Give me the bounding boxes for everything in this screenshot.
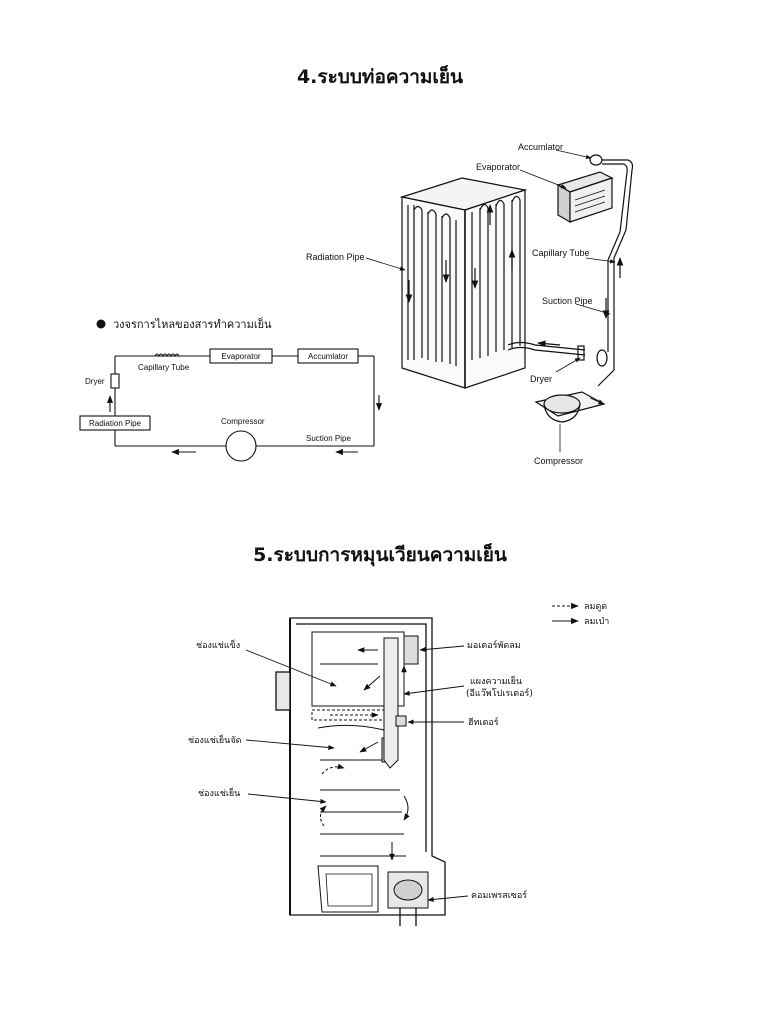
evaporator-box <box>209 348 273 364</box>
section5-leader-lines <box>245 645 469 902</box>
refrigerant-circuit-schematic <box>79 348 383 462</box>
compressor-drawing <box>534 391 606 423</box>
circuit-label-accumulator: Accumlator <box>308 352 348 361</box>
circuit-label-dryer: Dryer <box>85 377 105 386</box>
label-fridge: ช่องแช่เย็น <box>198 786 240 799</box>
circuit-label-suction-pipe: Suction Pipe <box>306 434 351 443</box>
label-evaporator-line1: แผงความเย็น <box>470 674 522 687</box>
label-compressor: Compressor <box>534 456 583 466</box>
refrigerator-cross-section <box>275 617 446 926</box>
label-accumulator: Accumlator <box>518 142 563 152</box>
circuit-label-radiation-pipe: Radiation Pipe <box>89 419 142 428</box>
label-freezer: ช่องแช่แข็ง <box>196 638 240 651</box>
legend-solid-label: ลมเป่า <box>584 617 609 627</box>
dryer-drawing <box>577 345 585 361</box>
piping-3d-diagram <box>365 149 634 452</box>
bullet-icon <box>96 319 106 329</box>
circuit-label-evaporator: Evaporator <box>221 352 260 361</box>
compressor-circle <box>225 430 257 462</box>
label-fan-motor: มอเตอร์พัดลม <box>467 639 521 651</box>
label-capillary-tube: Capillary Tube <box>532 248 590 258</box>
evaporator-drawing <box>556 171 614 224</box>
label-heater: ฮีทเตอร์ <box>468 716 499 728</box>
label-dryer: Dryer <box>530 374 552 384</box>
circuit-heading: วงจรการไหลของสารทำความเย็น <box>113 317 272 331</box>
label-chiller: ช่องแช่เย็นจัด <box>188 733 242 746</box>
label-suction-pipe: Suction Pipe <box>542 296 593 306</box>
airflow-arrows <box>319 647 410 861</box>
circuit-label-compressor: Compressor <box>221 417 265 426</box>
section-5-title: 5.ระบบการหมุนเวียนความเย็น <box>253 544 507 566</box>
accumulator-box <box>297 348 359 364</box>
radiation-pipe-box <box>79 415 151 431</box>
label-radiation-pipe: Radiation Pipe <box>306 252 365 262</box>
accumulator-drawing <box>589 154 603 166</box>
legend-dashed-label: ลมดูด <box>584 602 607 612</box>
airflow-legend <box>552 602 579 625</box>
section-4-title: 4.ระบบท่อความเย็น <box>296 66 464 88</box>
label-compressor-5: คอมเพรสเซอร์ <box>471 889 527 901</box>
circuit-label-capillary-tube: Capillary Tube <box>138 363 190 372</box>
label-evaporator-line2: (อีแว๊พโปเรเตอร์) <box>466 687 533 699</box>
refrigerator-cabinet-drawing <box>399 177 528 389</box>
label-evaporator: Evaporator <box>476 162 520 172</box>
